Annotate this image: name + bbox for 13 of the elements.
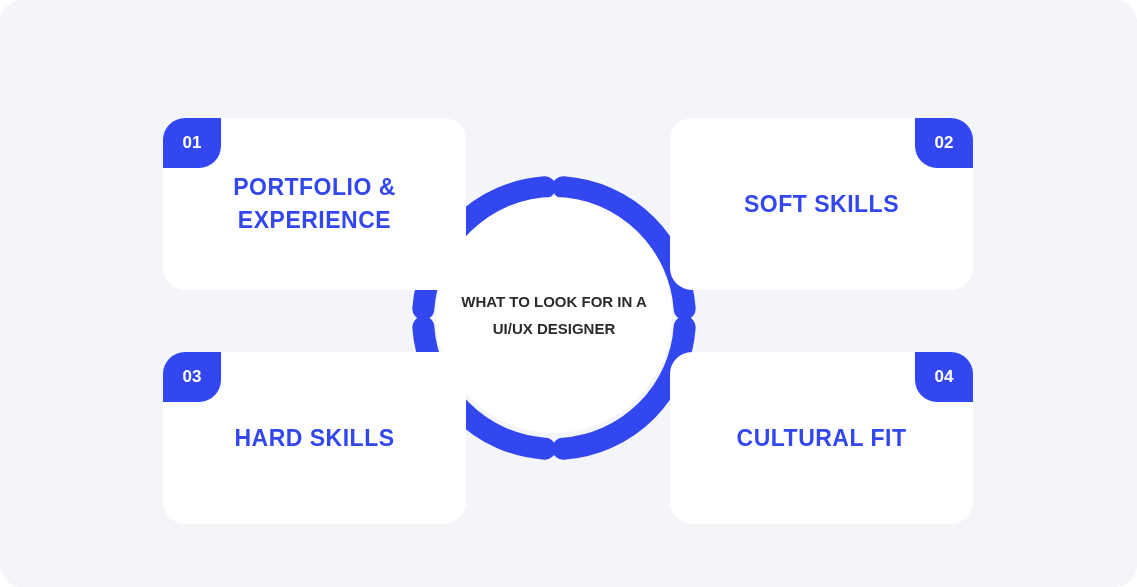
card-title: CULTURAL FIT (735, 423, 908, 453)
number-badge: 04 (915, 352, 973, 402)
card (670, 352, 973, 524)
card (163, 352, 466, 524)
card-title: HARD SKILLS (233, 423, 396, 453)
number-badge: 03 (163, 352, 221, 402)
card-title: PORTFOLIO & EXPERIENCE (232, 173, 397, 235)
center-title: WHAT TO LOOK FOR IN A UI/UX DESIGNER (460, 292, 648, 339)
card (163, 118, 466, 290)
number-badge: 02 (915, 118, 973, 168)
card-title: SOFT SKILLS (743, 189, 900, 219)
number-badge: 01 (163, 118, 221, 168)
card (670, 118, 973, 290)
